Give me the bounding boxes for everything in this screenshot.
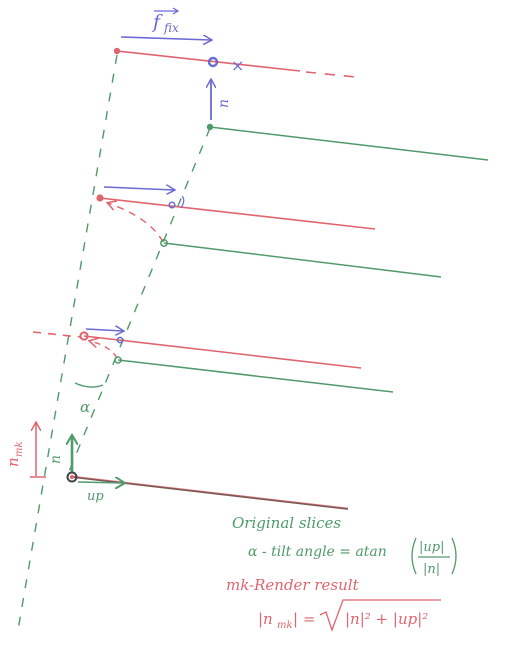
n-label-top-text: n [216, 99, 232, 108]
n-mk-label-main: n [4, 457, 22, 467]
green-slice-3-point [114, 356, 122, 364]
alpha-angle-arc [74, 382, 104, 388]
fixed-target-point-1 [207, 56, 219, 68]
f-fix-label-sub: fix [163, 21, 179, 35]
up-label: up [87, 489, 104, 504]
fraction-numerator: |up| [419, 540, 444, 555]
note-tilt-angle: α - tilt angle = atan [248, 544, 387, 560]
formula-lhs: |n [258, 610, 273, 628]
combined-slice-point [66, 471, 78, 483]
fixed-target-point-3 [116, 336, 124, 344]
tick-mark-2 [180, 195, 185, 209]
green-slice-3 [117, 359, 394, 393]
note-mk-render-result: mk-Render result [226, 576, 360, 594]
fraction-paren-left [411, 537, 417, 575]
green-slice-2-point [160, 239, 168, 247]
up-label-text: up [87, 489, 104, 504]
red-curved-arrow-3 [90, 341, 118, 359]
fixed-target-point-2 [168, 201, 176, 209]
blue-arrow-3 [85, 329, 123, 331]
formula-lhs-sub: mk [277, 620, 293, 631]
formula-rhs: |n|² + |up|² [345, 610, 428, 628]
cross-mark: × [231, 56, 244, 75]
n-label-bottom-text: n [48, 455, 64, 464]
dashed-tilt-axis-right [67, 127, 211, 475]
blue-arrow-2 [103, 187, 174, 190]
fraction-denominator: |n| [423, 562, 440, 577]
combined-slice [71, 476, 349, 510]
up-arrow [77, 482, 124, 483]
green-slice-1 [209, 126, 489, 161]
red-slice-2 [99, 197, 376, 230]
red-slice-3-point [79, 331, 89, 341]
n-mk-label-sub: mk [14, 441, 25, 457]
red-slice-1-dashed [305, 71, 356, 78]
green-slice-2 [163, 242, 442, 278]
green-slice-1-point [206, 123, 214, 131]
n-label-top: n [216, 99, 232, 108]
n-label-bottom: n [48, 455, 64, 464]
red-slice-2-point [96, 194, 104, 202]
note-original-slices: Original slices [232, 514, 341, 532]
red-curved-arrow-2 [108, 203, 164, 243]
red-slice-3 [83, 335, 362, 369]
sqrt-sign [319, 599, 441, 632]
alpha-label: α [80, 398, 90, 416]
f-fix-label-main: f [151, 11, 163, 33]
f-fix-label: f fix [151, 7, 180, 35]
f-fix-arrow [120, 37, 211, 40]
dashed-tilt-axis-left [17, 54, 118, 631]
fraction-paren-right [451, 537, 457, 575]
red-slice-1-point [113, 47, 121, 55]
n-mk-label: n mk [4, 441, 25, 467]
formula-equals: | = [293, 610, 315, 628]
combined-slice-point-inner [70, 475, 74, 479]
combined-slice-red-overlay [71, 475, 349, 509]
red-slice-3-left-dashed [32, 331, 81, 338]
